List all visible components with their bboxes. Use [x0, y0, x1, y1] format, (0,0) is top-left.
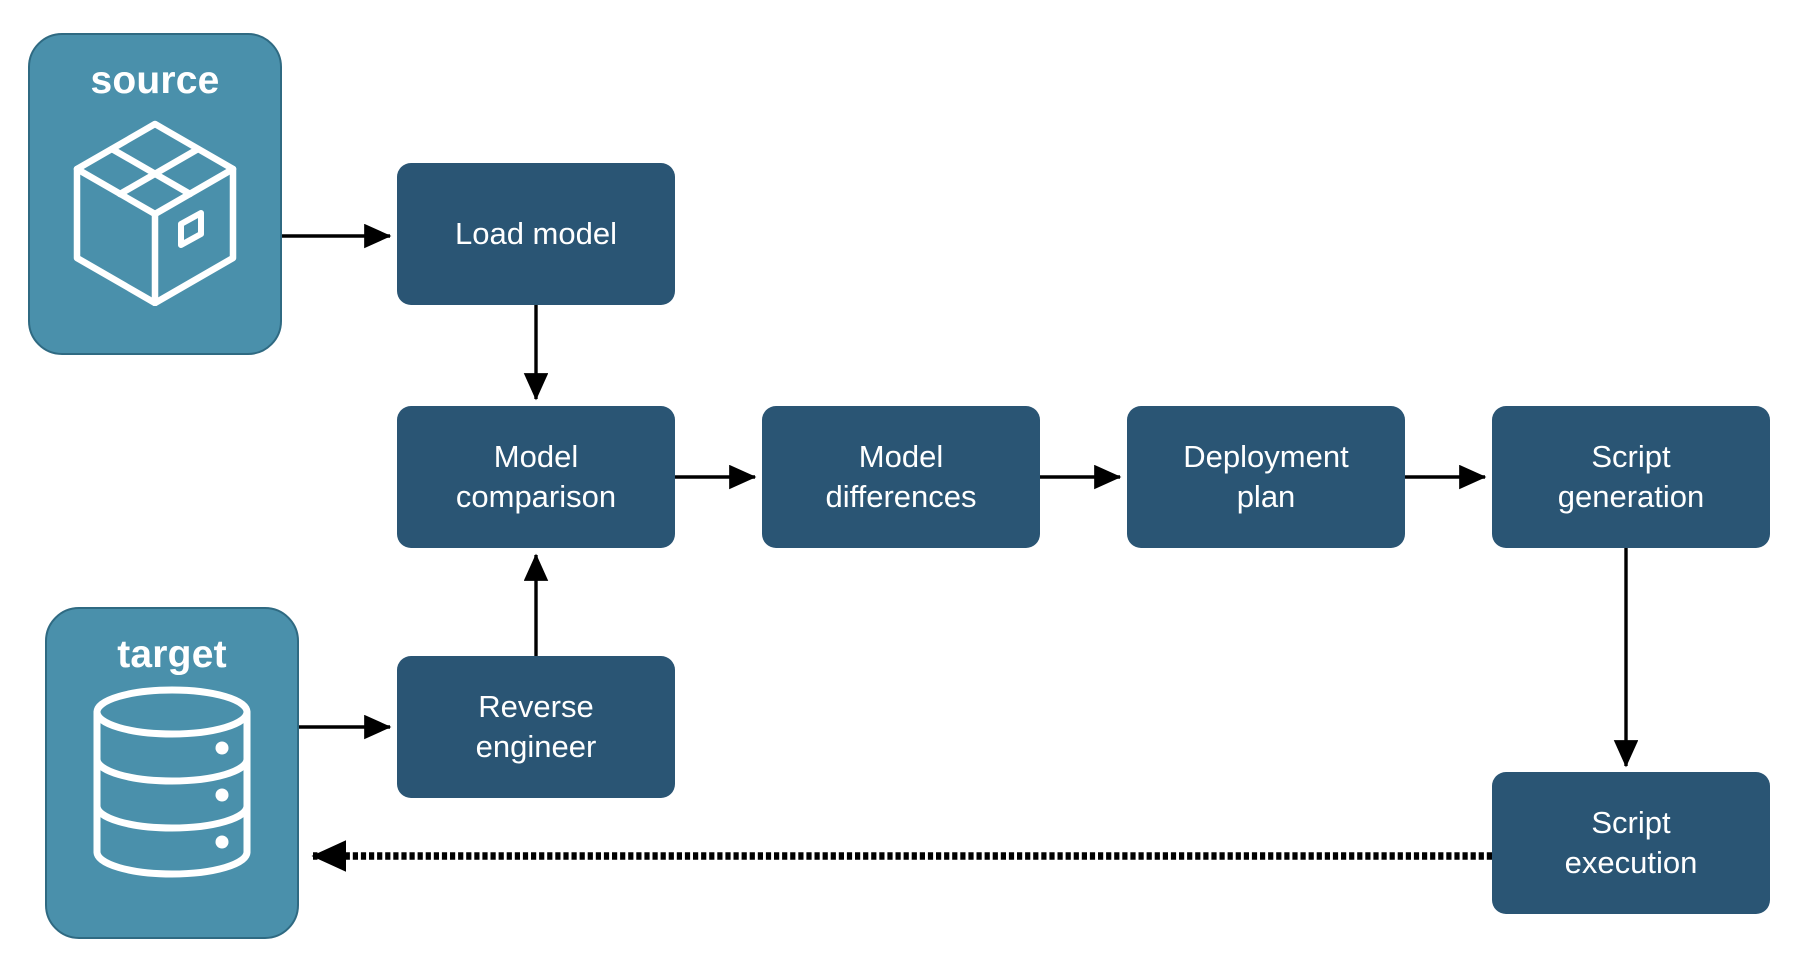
endpoint-source-label: source — [90, 59, 220, 102]
process-model-differences-label: Model differences — [825, 439, 977, 514]
process-model-comparison-label: Model comparison — [455, 439, 617, 514]
process-script-execution-label: Script execution — [1564, 805, 1698, 880]
process-model-comparison[interactable]: Model comparison — [397, 406, 675, 548]
package-box-icon — [73, 120, 237, 306]
process-deployment-plan-label: Deployment plan — [1183, 439, 1349, 514]
process-reverse-engineer[interactable]: Reverse engineer — [397, 656, 675, 798]
process-deployment-plan[interactable]: Deployment plan — [1127, 406, 1405, 548]
endpoint-source[interactable]: source — [28, 33, 282, 355]
process-reverse-engineer-label: Reverse engineer — [475, 689, 597, 764]
process-load-model[interactable]: Load model — [397, 163, 675, 305]
endpoint-target[interactable]: target — [45, 607, 299, 939]
database-cylinder-icon — [93, 686, 251, 878]
process-script-generation[interactable]: Script generation — [1492, 406, 1770, 548]
endpoint-target-label: target — [117, 633, 227, 676]
process-script-execution[interactable]: Script execution — [1492, 772, 1770, 914]
process-model-differences[interactable]: Model differences — [762, 406, 1040, 548]
process-script-generation-label: Script generation — [1557, 439, 1705, 514]
process-load-model-label: Load model — [454, 216, 617, 252]
